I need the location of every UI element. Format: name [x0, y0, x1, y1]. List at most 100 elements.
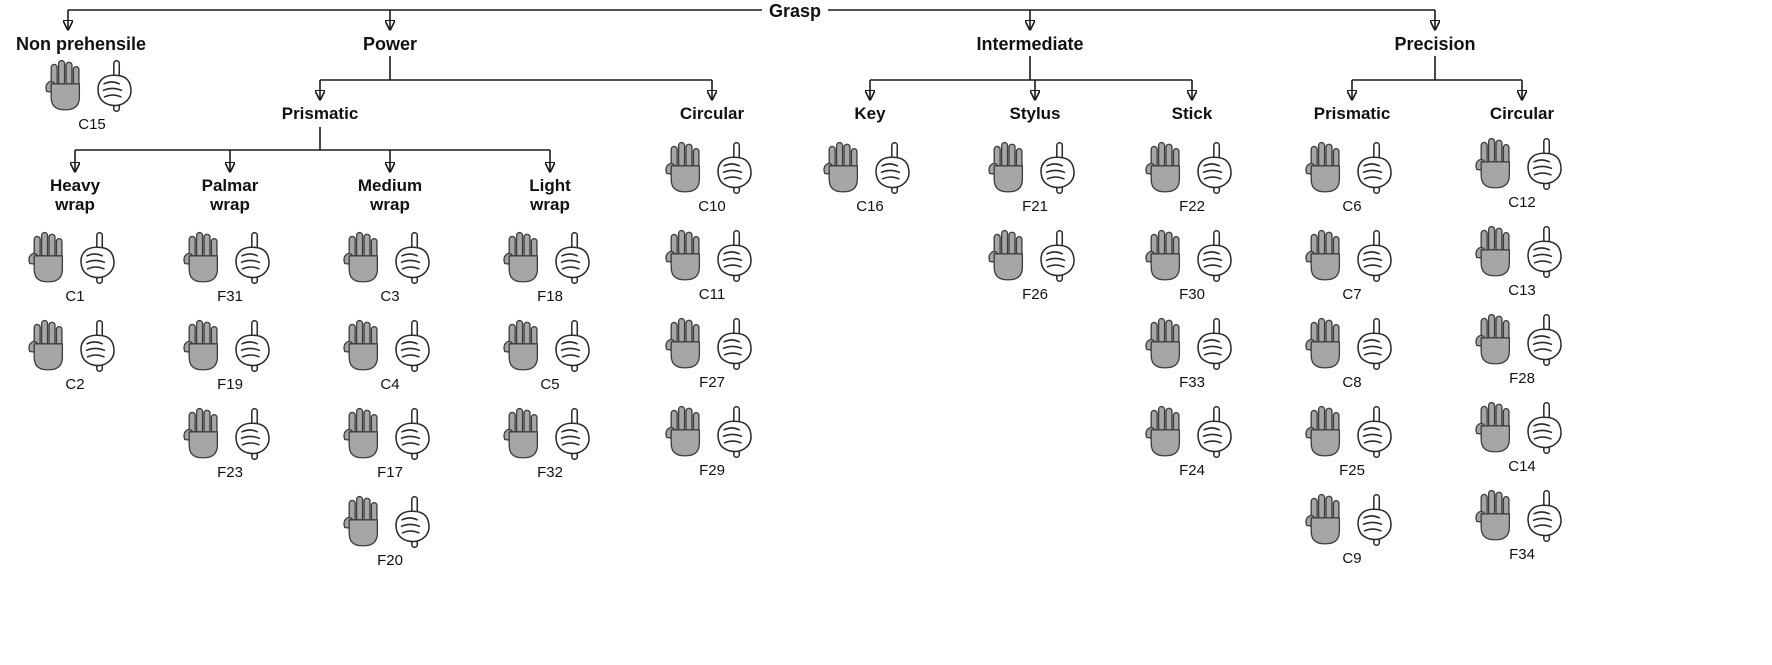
shaded-hand-icon: [1304, 493, 1340, 545]
grasp-item-F23: F23: [165, 406, 295, 481]
grasp-illustration-icon: [234, 232, 270, 284]
grasp-images: [1474, 312, 1571, 368]
grasp-code-label: C16: [856, 198, 884, 215]
grasp-code-label: F33: [1179, 374, 1205, 391]
grasp-code-label: F34: [1509, 546, 1535, 563]
grasp-illustration-icon: [394, 232, 430, 284]
grasp-images: [1474, 488, 1571, 544]
grasp-code-label: C12: [1508, 194, 1536, 211]
grasp-item-C13: C13: [1457, 224, 1587, 299]
grasp-illustration-icon: [1526, 402, 1562, 454]
shaded-hand-icon: [342, 407, 378, 459]
grasp-images: [1144, 140, 1241, 196]
taxonomy-node-power: Power: [362, 34, 418, 54]
shaded-hand-icon: [502, 231, 538, 283]
shaded-hand-icon: [182, 231, 218, 283]
grasp-item-F26: F26: [970, 228, 1100, 303]
grasp-illustration-icon: [1039, 142, 1075, 194]
grasp-illustration-icon: [716, 318, 752, 370]
grasp-images: [1144, 404, 1241, 460]
grasp-item-F21: F21: [970, 140, 1100, 215]
grasp-item-C5: C5: [485, 318, 615, 393]
shaded-hand-icon: [1304, 229, 1340, 281]
grasp-illustration-icon: [1526, 138, 1562, 190]
grasp-item-F20: F20: [325, 494, 455, 569]
taxonomy-node-light-wrap: Light wrap: [529, 176, 571, 215]
grasp-illustration-icon: [1196, 318, 1232, 370]
shaded-hand-icon: [1304, 405, 1340, 457]
shaded-hand-icon: [502, 319, 538, 371]
grasp-item-C9: C9: [1287, 492, 1417, 567]
grasp-code-label: F28: [1509, 370, 1535, 387]
grasp-code-label: C7: [1342, 286, 1362, 303]
grasp-illustration-icon: [1526, 314, 1562, 366]
grasp-illustration-icon: [1356, 318, 1392, 370]
grasp-code-label: C4: [380, 376, 400, 393]
grasp-images: [27, 230, 124, 286]
grasp-images: [1304, 140, 1401, 196]
grasp-images: [664, 404, 761, 460]
grasp-item-F30: F30: [1127, 228, 1257, 303]
grasp-illustration-icon: [1356, 142, 1392, 194]
grasp-illustration-icon: [554, 320, 590, 372]
grasp-images: [664, 140, 761, 196]
shaded-hand-icon: [664, 141, 700, 193]
taxonomy-node-key: Key: [854, 104, 886, 123]
grasp-code-label: F30: [1179, 286, 1205, 303]
shaded-hand-icon: [987, 141, 1023, 193]
shaded-hand-icon: [1474, 489, 1510, 541]
shaded-hand-icon: [1304, 317, 1340, 369]
grasp-code-label: F22: [1179, 198, 1205, 215]
grasp-item-C15: C15: [27, 58, 157, 133]
shaded-hand-icon: [664, 317, 700, 369]
grasp-illustration-icon: [1196, 230, 1232, 282]
shaded-hand-icon: [1474, 137, 1510, 189]
grasp-item-C16: C16: [805, 140, 935, 215]
grasp-code-label: F23: [217, 464, 243, 481]
shaded-hand-icon: [182, 407, 218, 459]
shaded-hand-icon: [1474, 313, 1510, 365]
taxonomy-node-power-circular: Circular: [679, 104, 745, 123]
grasp-code-label: C15: [78, 116, 106, 133]
grasp-item-F32: F32: [485, 406, 615, 481]
grasp-images: [44, 58, 141, 114]
grasp-images: [1304, 404, 1401, 460]
grasp-item-F31: F31: [165, 230, 295, 305]
grasp-illustration-icon: [1196, 406, 1232, 458]
grasp-images: [342, 318, 439, 374]
grasp-illustration-icon: [394, 408, 430, 460]
grasp-illustration-icon: [716, 142, 752, 194]
grasp-images: [1474, 400, 1571, 456]
grasp-illustration-icon: [1039, 230, 1075, 282]
grasp-item-F22: F22: [1127, 140, 1257, 215]
shaded-hand-icon: [502, 407, 538, 459]
grasp-code-label: C14: [1508, 458, 1536, 475]
grasp-images: [822, 140, 919, 196]
grasp-images: [1144, 316, 1241, 372]
taxonomy-node-medium-wrap: Medium wrap: [357, 176, 423, 215]
grasp-illustration-icon: [394, 320, 430, 372]
grasp-item-F27: F27: [647, 316, 777, 391]
grasp-illustration-icon: [874, 142, 910, 194]
grasp-illustration-icon: [79, 320, 115, 372]
grasp-images: [182, 406, 279, 462]
grasp-code-label: F19: [217, 376, 243, 393]
taxonomy-node-precision-prismatic: Prismatic: [1313, 104, 1391, 123]
grasp-code-label: F21: [1022, 198, 1048, 215]
grasp-item-F17: F17: [325, 406, 455, 481]
grasp-item-C7: C7: [1287, 228, 1417, 303]
shaded-hand-icon: [27, 319, 63, 371]
taxonomy-node-non-prehensile: Non prehensile: [15, 34, 147, 54]
grasp-images: [342, 494, 439, 550]
grasp-images: [1304, 492, 1401, 548]
grasp-illustration-icon: [1356, 406, 1392, 458]
grasp-item-C6: C6: [1287, 140, 1417, 215]
shaded-hand-icon: [182, 319, 218, 371]
grasp-item-C3: C3: [325, 230, 455, 305]
grasp-illustration-icon: [1526, 490, 1562, 542]
taxonomy-node-stick: Stick: [1171, 104, 1213, 123]
grasp-code-label: C6: [1342, 198, 1362, 215]
grasp-illustration-icon: [1196, 142, 1232, 194]
